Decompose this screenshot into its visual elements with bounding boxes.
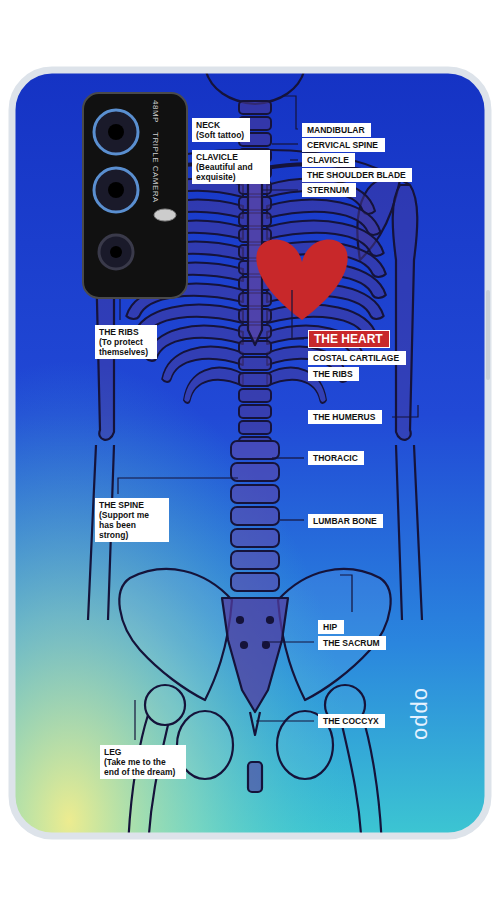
callout-label: THE RIBS(To protect themselves): [95, 325, 157, 359]
leader-line: [282, 96, 298, 129]
leader-line: [262, 189, 298, 190]
label-note: (Support me has been strong): [99, 510, 165, 540]
label-heading: CLAVICLE: [307, 155, 350, 165]
camera-text: TRIPLE CAMERA: [151, 132, 160, 203]
pubis: [248, 762, 262, 792]
camera-lens: [108, 182, 124, 198]
callout-label: CLAVICLE(Beautiful and exquisite): [192, 150, 270, 184]
part-label: THE HUMERUS: [308, 410, 382, 424]
label-heading: THE SACRUM: [323, 638, 381, 648]
camera-lens: [94, 168, 138, 212]
label-note: (To protect themselves): [99, 337, 153, 357]
label-heading: THE HUMERUS: [313, 412, 377, 422]
leader-line: [272, 457, 304, 458]
label-heading: THORACIC: [313, 453, 359, 463]
label-heading: MANDIBULAR: [307, 125, 366, 135]
leader-line: [262, 641, 314, 642]
part-label: THE SHOULDER BLADE: [302, 168, 412, 182]
part-label: LUMBAR BONE: [308, 514, 383, 528]
humerus: [393, 185, 418, 440]
skeleton: [88, 70, 422, 836]
sacral-hole: [263, 642, 269, 648]
sacral-hole: [241, 642, 247, 648]
sacral-hole: [237, 617, 243, 623]
camera-lens: [110, 246, 122, 258]
label-note: (Take me to the end of the dream): [104, 757, 182, 777]
camera-flash: [154, 209, 176, 221]
part-label: CERVICAL SPINE: [302, 138, 385, 152]
part-label: HIP: [318, 620, 344, 634]
coccyx: [250, 712, 260, 735]
side-button: [486, 290, 490, 380]
brand-logo: oppo: [410, 688, 434, 741]
heart-shape: [256, 240, 347, 320]
label-heading: NECK: [196, 120, 246, 130]
camera-text: 48MP: [151, 100, 160, 123]
femur: [342, 715, 382, 836]
leader-line: [340, 575, 352, 612]
case-edge: [12, 70, 488, 836]
callout-label: LEG(Take me to the end of the dream): [100, 745, 186, 779]
label-heading: STERNUM: [307, 185, 351, 195]
sacral-hole: [267, 617, 273, 623]
part-label: THE SACRUM: [318, 636, 386, 650]
label-heading: CERVICAL SPINE: [307, 140, 380, 150]
label-heading: THE RIBS: [313, 369, 354, 379]
leader-line: [134, 700, 135, 740]
part-label: STERNUM: [302, 183, 356, 197]
leader-line: [272, 143, 298, 144]
jaw: [205, 70, 305, 104]
part-label: THORACIC: [308, 451, 364, 465]
forearm: [396, 445, 422, 620]
part-label: THE COCCYX: [318, 714, 385, 728]
sacrum: [222, 598, 288, 712]
label-note: (Soft tattoo): [196, 130, 246, 140]
camera-lens: [108, 124, 124, 140]
camera-housing: [83, 93, 187, 298]
label-note: (Beautiful and exquisite): [196, 162, 266, 182]
part-label: THE RIBS: [308, 367, 359, 381]
label-heading: COSTAL CARTILAGE: [313, 353, 401, 363]
label-heading: LEG: [104, 747, 182, 757]
lumbar-spine: [230, 440, 280, 594]
leader-line: [292, 290, 304, 339]
leader-line: [280, 519, 304, 520]
part-label: CLAVICLE: [302, 153, 355, 167]
label-heading: THE SPINE: [99, 500, 165, 510]
callout-label: THE SPINE(Support me has been strong): [95, 498, 169, 542]
leader-line: [290, 159, 298, 160]
label-heading: CLAVICLE: [196, 152, 266, 162]
label-heading: THE COCCYX: [323, 716, 380, 726]
femur-head: [145, 685, 185, 725]
camera-module: [83, 93, 187, 298]
camera-lens: [99, 235, 133, 269]
camera-lens: [94, 110, 138, 154]
ilium: [278, 569, 391, 700]
case-ground: [12, 70, 488, 836]
part-label: MANDIBULAR: [302, 123, 371, 137]
callout-label: NECK(Soft tattoo): [192, 118, 250, 142]
heart-label: THE HEART: [308, 330, 390, 348]
leader-line: [392, 405, 418, 417]
leader-line: [118, 478, 238, 494]
ilium: [119, 569, 232, 700]
label-heading: LUMBAR BONE: [313, 516, 378, 526]
leader-line: [119, 298, 120, 320]
label-heading: HIP: [323, 622, 339, 632]
case-glow: [12, 70, 488, 836]
label-heading: THE RIBS: [99, 327, 153, 337]
rib: [184, 368, 243, 403]
label-heading: THE HEART: [314, 332, 384, 346]
label-heading: THE SHOULDER BLADE: [307, 170, 407, 180]
part-label: COSTAL CARTILAGE: [308, 351, 406, 365]
leader-line: [256, 720, 314, 721]
